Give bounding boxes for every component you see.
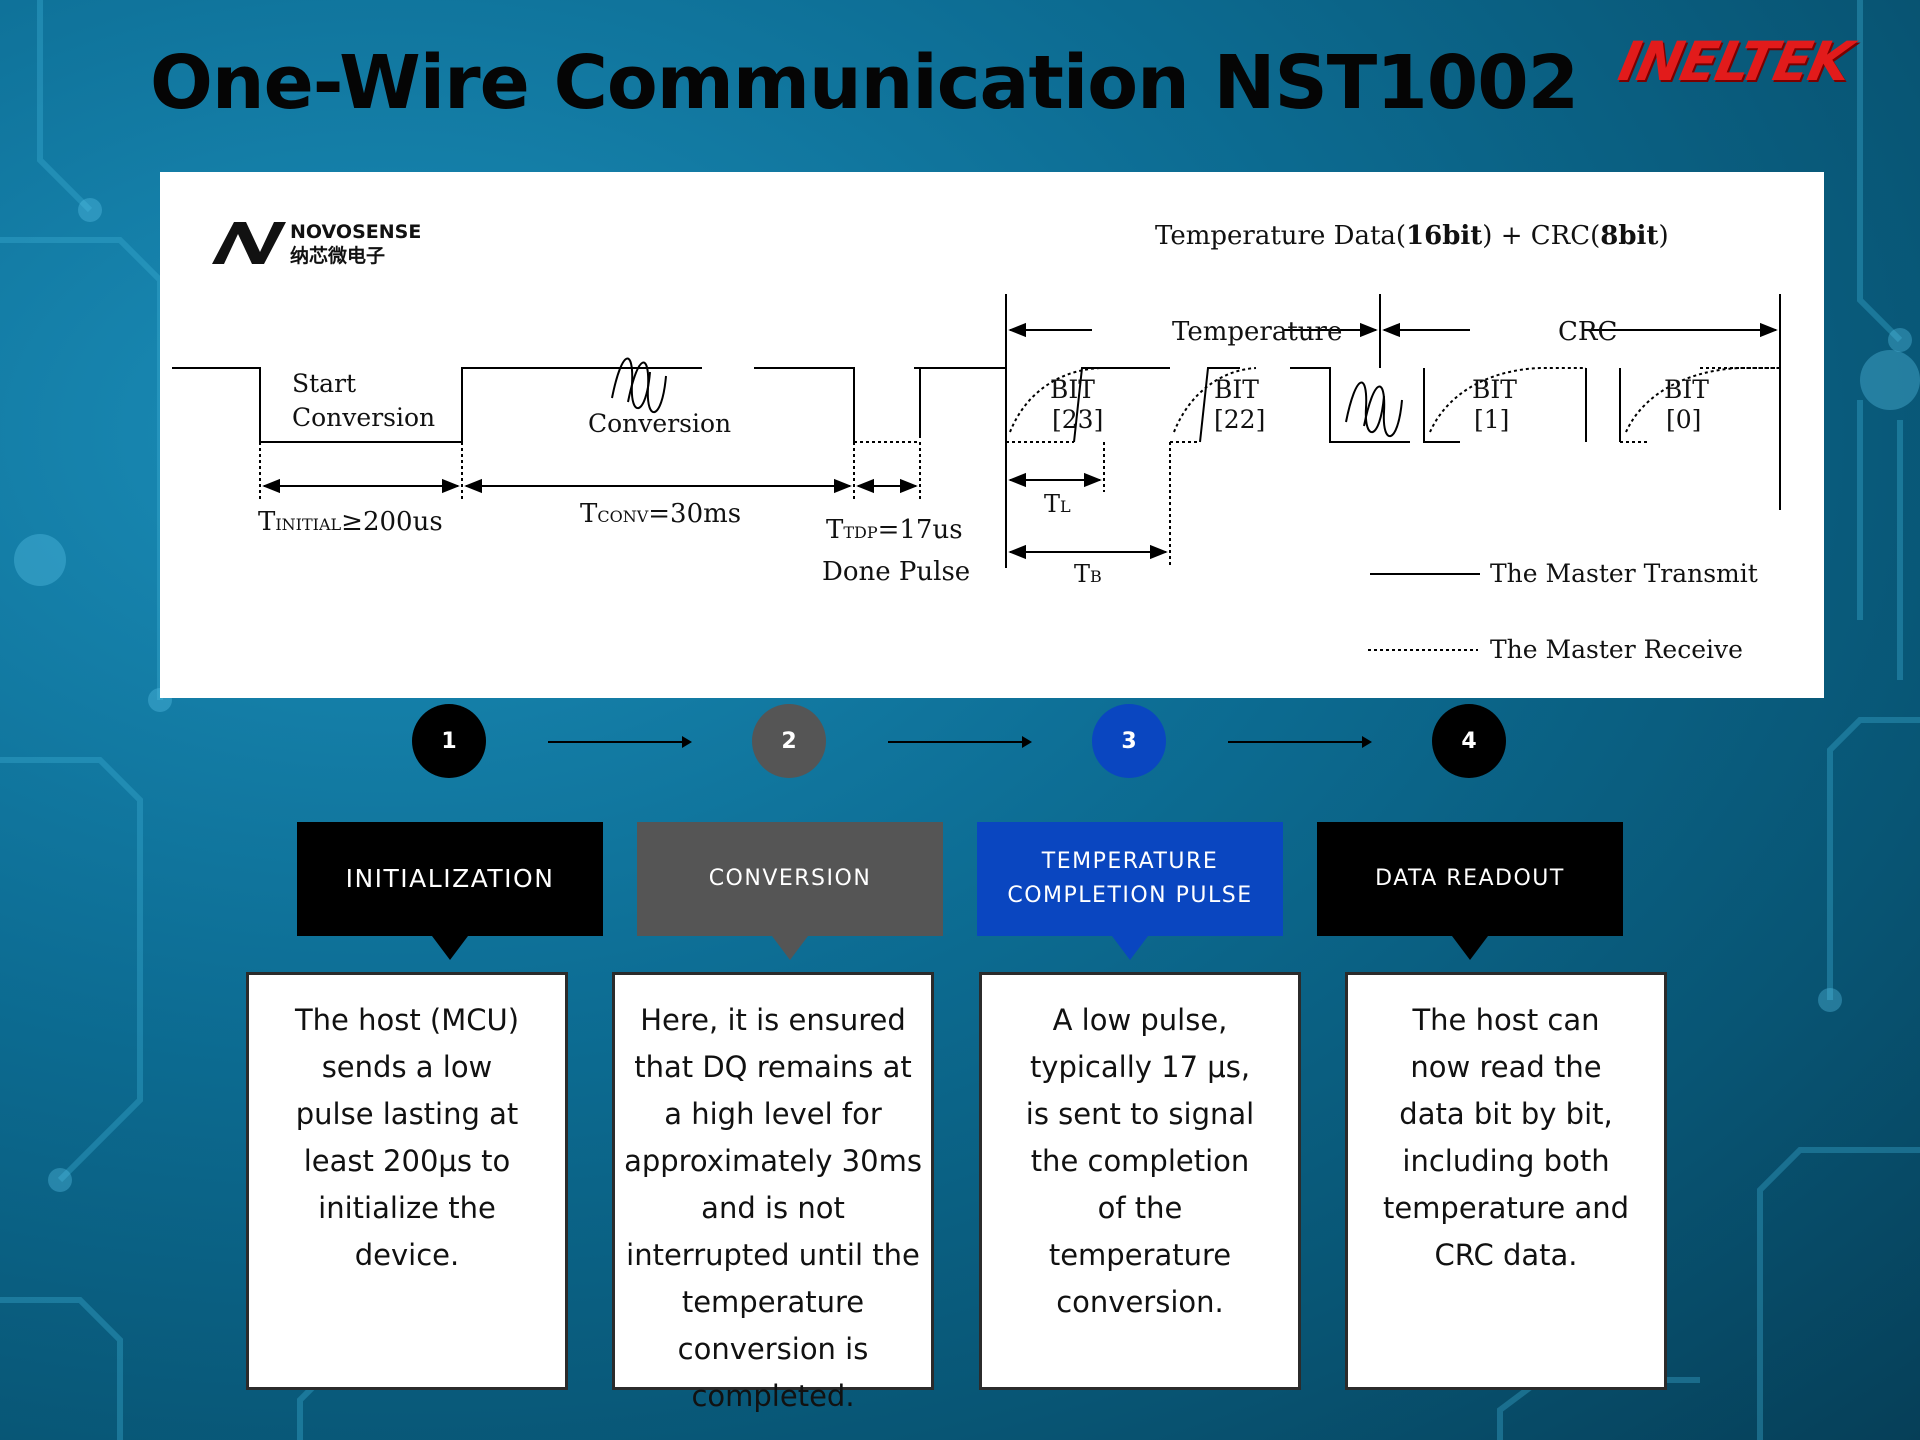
svg-text:BIT: BIT — [1050, 375, 1095, 404]
timing-diagram-panel: NOVOSENSE 纳芯微电子 Temperature Data(16bit) … — [160, 172, 1824, 698]
step-3-description: A low pulse, typically 17 μs, is sent to… — [979, 972, 1301, 1390]
conversion-label: Conversion — [588, 409, 731, 438]
t-initial-label: TINITIAL≥200us — [258, 507, 443, 537]
step-1-circle: 1 — [412, 704, 486, 778]
svg-text:BIT: BIT — [1664, 375, 1709, 404]
page-title: One-Wire Communication NST1002 — [150, 40, 1579, 126]
step-3-label: TEMPERATURE COMPLETION PULSE — [977, 822, 1283, 960]
tl-label: TL — [1044, 490, 1071, 518]
brand-name: NOVOSENSE — [290, 221, 421, 243]
bit-labels: BIT [23] BIT [22] BIT [1] BIT [0] — [1050, 375, 1709, 434]
step-2-label: CONVERSION — [637, 822, 943, 960]
step-1-description: The host (MCU) sends a low pulse lasting… — [246, 972, 568, 1390]
reference-lines — [259, 294, 1781, 568]
step-3-circle: 3 — [1092, 704, 1166, 778]
legend-receive: The Master Receive — [1490, 635, 1743, 664]
timing-diagram: NOVOSENSE 纳芯微电子 Temperature Data(16bit) … — [172, 221, 1781, 664]
svg-text:[23]: [23] — [1052, 405, 1103, 434]
legend-transmit: The Master Transmit — [1490, 559, 1758, 588]
svg-text:[0]: [0] — [1666, 405, 1701, 434]
step-4-label: DATA READOUT — [1317, 822, 1623, 960]
brand-cn: 纳芯微电子 — [290, 244, 385, 267]
step-arrow-1 — [548, 736, 692, 748]
temperature-span-label: Temperature — [1172, 317, 1342, 347]
t-conv-label: TCONV=30ms — [580, 499, 741, 529]
span-arrows — [262, 322, 1778, 560]
novosense-logo: NOVOSENSE 纳芯微电子 — [212, 221, 421, 267]
start-label-2: Conversion — [292, 403, 435, 432]
t-tdp-label: TTDP=17us — [826, 515, 963, 545]
step-arrow-3 — [1228, 736, 1372, 748]
step-4-description: The host can now read the data bit by bi… — [1345, 972, 1667, 1390]
svg-text:[22]: [22] — [1214, 405, 1265, 434]
start-label-1: Start — [292, 369, 356, 398]
step-4-circle: 4 — [1432, 704, 1506, 778]
svg-text:[1]: [1] — [1474, 405, 1509, 434]
tb-label: TB — [1074, 560, 1102, 588]
diagram-legend: The Master Transmit The Master Receive — [1368, 559, 1758, 664]
crc-span-label: CRC — [1558, 317, 1617, 347]
step-2-description: Here, it is ensured that DQ remains at a… — [612, 972, 934, 1413]
step-2-circle: 2 — [752, 704, 826, 778]
diagram-header: Temperature Data(16bit) + CRC(8bit) — [1155, 221, 1669, 251]
done-pulse-label: Done Pulse — [822, 557, 970, 587]
step-arrow-2 — [888, 736, 1032, 748]
transmit-waveform — [172, 357, 1781, 443]
step-1-label: INITIALIZATION — [297, 822, 603, 960]
svg-text:BIT: BIT — [1214, 375, 1259, 404]
ineltek-logo: INELTEK — [1613, 30, 1856, 93]
receive-waveform — [854, 367, 1780, 443]
svg-text:BIT: BIT — [1472, 375, 1517, 404]
